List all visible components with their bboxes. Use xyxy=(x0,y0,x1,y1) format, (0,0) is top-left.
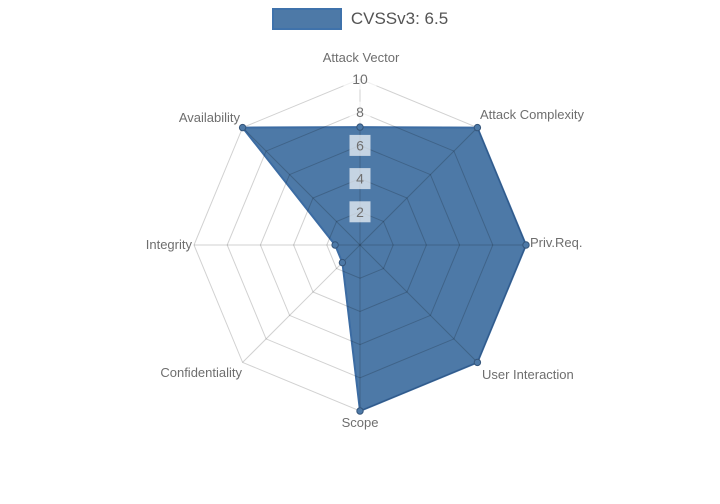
tick-label: 6 xyxy=(356,137,364,153)
tick-label: 2 xyxy=(356,204,364,220)
tick-backdrop xyxy=(349,101,371,123)
data-point-marker xyxy=(338,258,347,267)
axis-label-attack-vector: Attack Vector xyxy=(323,50,400,65)
data-point-marker xyxy=(331,241,339,249)
tick-backdrop xyxy=(349,134,371,156)
axis-label-availability: Availability xyxy=(179,110,241,125)
grid-ring xyxy=(259,144,461,346)
axis-label-confidentiality: Confidentiality xyxy=(160,365,242,380)
tick-backdrop xyxy=(343,68,377,90)
axis-label-scope: Scope xyxy=(342,415,379,430)
axis-label-user-interaction: User Interaction xyxy=(482,367,574,382)
grid-spoke xyxy=(359,127,478,246)
legend-color-swatch xyxy=(271,8,342,30)
data-point-marker xyxy=(356,123,364,131)
data-point-marker xyxy=(473,123,482,132)
data-point-marker xyxy=(238,123,247,132)
chart-legend-item[interactable]: CVSSv3: 6.5 xyxy=(0,8,720,30)
data-point-marker xyxy=(473,358,482,367)
axis-label-attack-complexity: Attack Complexity xyxy=(480,107,585,122)
data-point-marker xyxy=(356,407,364,415)
grid-spoke xyxy=(242,127,361,246)
axis-label-priv-req: Priv.Req. xyxy=(530,235,583,250)
data-point-marker xyxy=(522,241,530,249)
grid-spoke xyxy=(359,244,478,363)
grid-ring xyxy=(326,211,394,279)
tick-backdrop xyxy=(349,201,371,223)
grid-ring xyxy=(293,178,427,312)
tick-label: 4 xyxy=(356,171,364,187)
axis-label-integrity: Integrity xyxy=(146,237,193,252)
tick-label: 8 xyxy=(356,104,364,120)
legend-label: CVSSv3: 6.5 xyxy=(350,9,449,28)
grid-ring xyxy=(226,111,494,379)
tick-backdrop xyxy=(349,168,371,190)
tick-label: 10 xyxy=(352,71,368,87)
